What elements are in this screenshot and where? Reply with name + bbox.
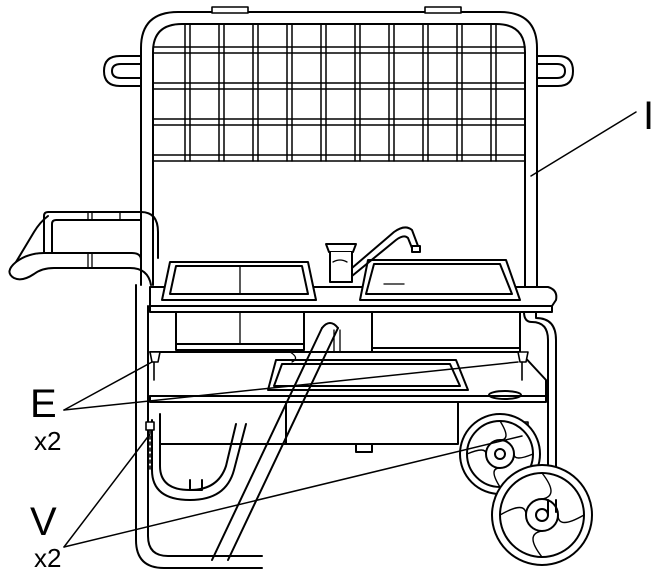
leader-lines (63, 111, 637, 548)
grid-panel (152, 23, 526, 162)
push-handle (8, 211, 159, 286)
side-hooks (103, 55, 574, 87)
label-qty-v: x2 (34, 543, 62, 573)
fasteners-e (149, 351, 529, 381)
label-part-e: E (30, 382, 57, 426)
left-sink (161, 261, 317, 351)
right-legs (523, 311, 557, 501)
label-qty-e: x2 (34, 426, 62, 456)
cross-brace (211, 322, 341, 561)
leader-e-right (63, 361, 519, 411)
label-part-v: V (30, 500, 57, 544)
leader-i (530, 111, 637, 177)
bottom-basin (159, 401, 459, 491)
label-part-i: I (643, 94, 655, 138)
left-legs (135, 284, 263, 569)
top-frame-tube (140, 11, 538, 301)
front-wheel (491, 464, 593, 566)
leader-v-right (63, 435, 523, 548)
top-clamps (211, 6, 462, 14)
leader-v-left (63, 433, 151, 548)
faucet (325, 226, 421, 283)
leader-e-left (63, 361, 153, 411)
